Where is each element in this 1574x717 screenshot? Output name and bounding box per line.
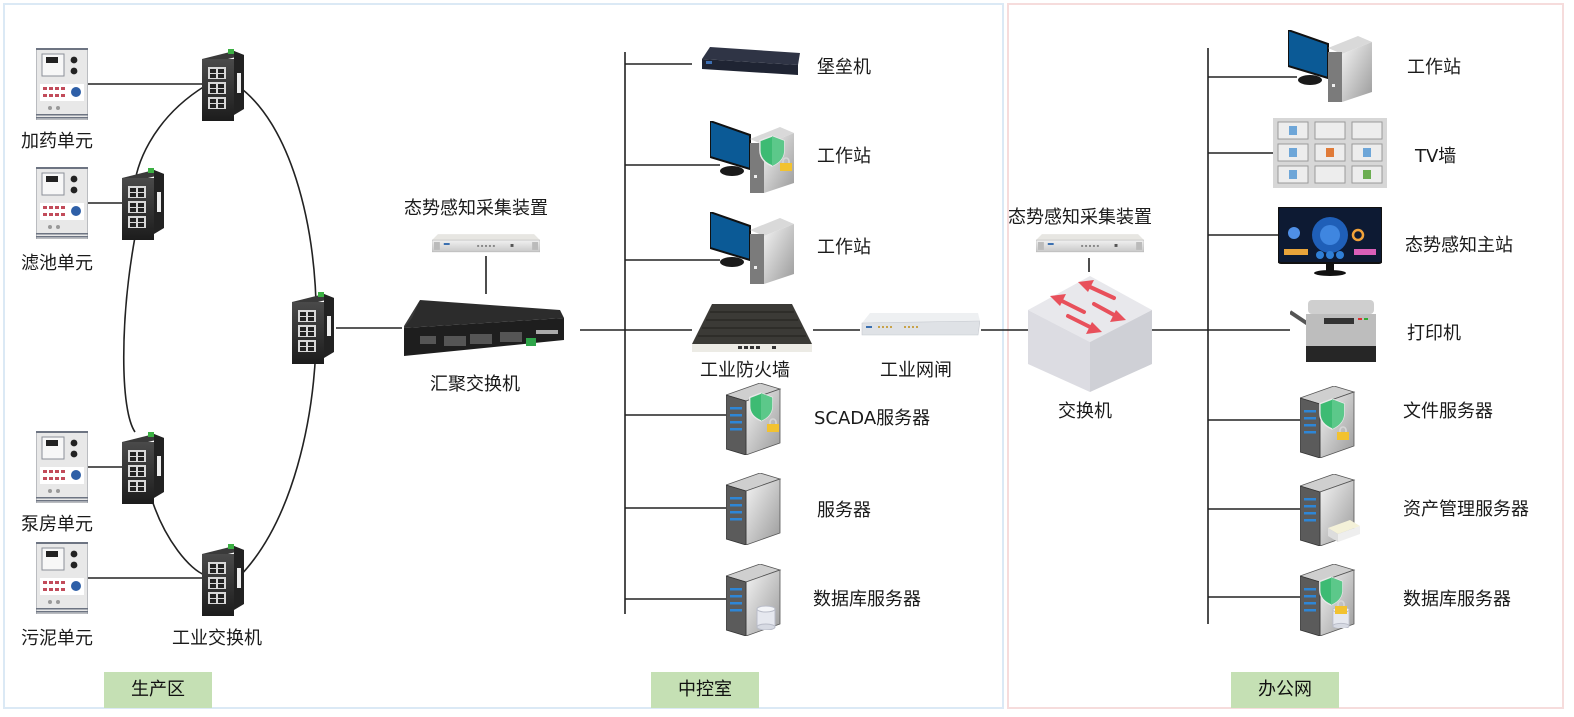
device-label: 打印机 [1407, 323, 1461, 344]
sensor-label: 态势感知采集装置 [1008, 207, 1152, 228]
lock-icon [1334, 600, 1348, 614]
database-icon [756, 604, 776, 630]
workstation-icon [710, 212, 796, 284]
switch-icon [1028, 276, 1152, 392]
industrial-switch-icon [290, 292, 336, 364]
device-label: 文件服务器 [1403, 401, 1493, 422]
left-zone-frame [3, 3, 1004, 709]
switch-label: 交换机 [1058, 401, 1112, 422]
zone-tag-control-room: 中控室 [651, 672, 759, 708]
zone-tag-production: 生产区 [104, 672, 212, 708]
bastion-host-icon [702, 47, 800, 75]
pump-unit-icon [36, 431, 88, 503]
industrial-switch-icon [200, 544, 246, 616]
ring-link [123, 236, 136, 433]
tv-wall-icon [1273, 118, 1387, 188]
sensor-label: 态势感知采集装置 [404, 198, 548, 219]
device-label: 资产管理服务器 [1403, 499, 1529, 520]
sensor-device-icon [432, 234, 540, 254]
unit-label: 滤池单元 [21, 253, 93, 274]
workstation-icon [1288, 30, 1374, 102]
gatekeeper-label: 工业网闸 [880, 360, 952, 381]
firewall-label: 工业防火墙 [700, 360, 790, 381]
device-label: 工作站 [817, 237, 871, 258]
situational-awareness-monitor-icon [1278, 207, 1382, 276]
device-label: 堡垒机 [817, 57, 871, 78]
lock-icon [779, 157, 793, 171]
zone-tag-office: 办公网 [1231, 672, 1339, 708]
dosing-unit-icon [36, 48, 88, 120]
industrial-firewall-icon [692, 304, 812, 352]
unit-label: 污泥单元 [21, 628, 93, 649]
aggregation-switch-label: 汇聚交换机 [430, 374, 520, 395]
industrial-switch-icon [200, 49, 246, 121]
ring-link [151, 499, 206, 576]
unit-label: 加药单元 [21, 131, 93, 152]
aggregation-switch-icon [404, 300, 564, 356]
unit-label: 泵房单元 [21, 514, 93, 535]
office-zone-frame [1007, 3, 1564, 709]
device-label: 工作站 [1407, 57, 1461, 78]
device-label: 工作站 [817, 146, 871, 167]
device-label: 数据库服务器 [813, 589, 921, 610]
device-label: SCADA服务器 [814, 408, 931, 429]
device-label: 数据库服务器 [1403, 589, 1511, 610]
device-label: 服务器 [817, 500, 871, 521]
device-label: 态势感知主站 [1405, 235, 1513, 256]
lock-icon [1336, 426, 1350, 440]
industrial-switch-icon [120, 168, 166, 240]
printer-icon [1290, 300, 1376, 362]
document-icon [1328, 520, 1360, 542]
filter-unit-icon [36, 167, 88, 239]
sensor-device-icon [1036, 234, 1144, 254]
industrial-gatekeeper-icon [861, 313, 980, 336]
device-label: TV墙 [1415, 146, 1457, 167]
sludge-unit-icon [36, 542, 88, 614]
server-icon [726, 473, 782, 545]
lock-icon [766, 418, 780, 432]
industrial-switch-label: 工业交换机 [172, 628, 262, 649]
industrial-switch-icon [120, 432, 166, 504]
